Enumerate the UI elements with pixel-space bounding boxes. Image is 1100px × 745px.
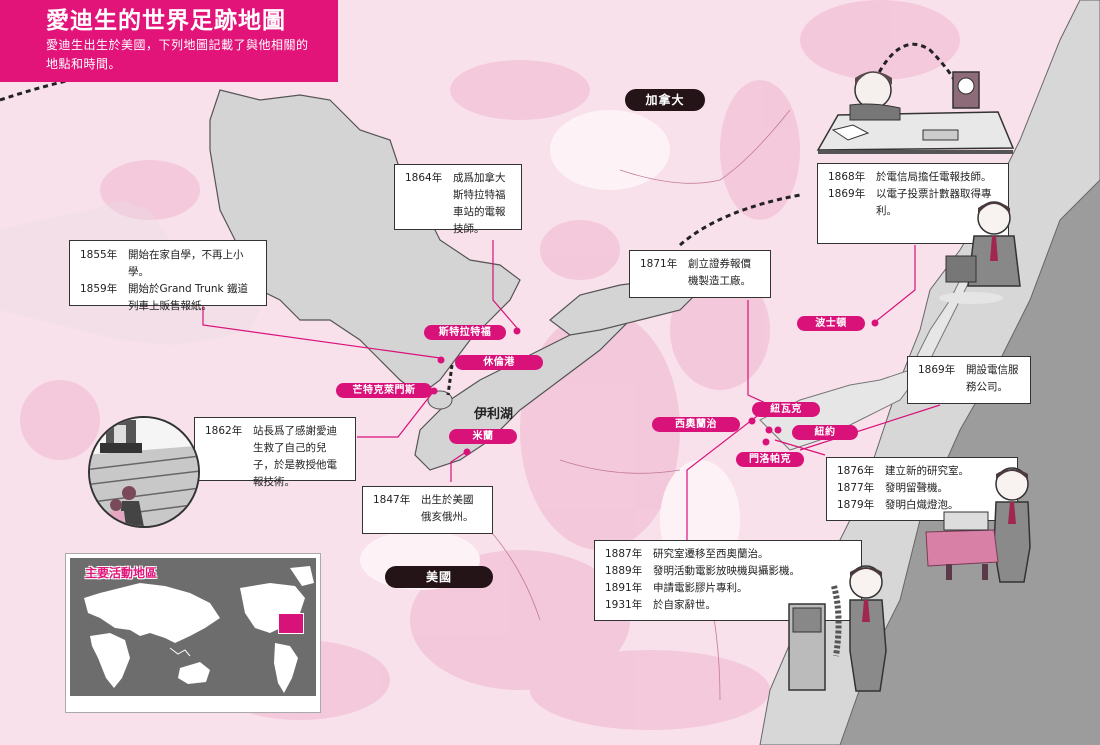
event-year: 1931年	[605, 599, 643, 611]
edison-voting-machine-illustration	[939, 201, 1021, 304]
country-label-usa: 美國	[385, 566, 493, 588]
title-banner: 愛迪生的世界足跡地圖 愛迪生出生於美國，下列地圖記載了與他相關的地點和時間。	[0, 0, 338, 82]
place-tag-newark[interactable]: 紐瓦克	[752, 402, 820, 417]
event-row: 1871年創立證券報價機製造工廠。	[640, 256, 760, 290]
event-box-1855: 1855年開始在家自學，不再上小學。 1859年開始於Grand Trunk 鐵…	[69, 240, 267, 312]
place-tag-milan[interactable]: 米蘭	[449, 429, 517, 444]
event-row: 1887年研究室遷移至西奧蘭治。	[605, 546, 851, 563]
world-map-panel: 主要活動地區	[70, 558, 316, 708]
event-row: 1879年發明白熾燈泡。	[837, 497, 1007, 514]
place-tag-stratford[interactable]: 斯特拉特福	[424, 325, 506, 340]
event-row: 1869年以電子投票計數器取得專利。	[828, 186, 998, 220]
event-text: 以電子投票計數器取得專利。	[876, 188, 992, 217]
place-tag-port-huron[interactable]: 休倫港	[455, 355, 543, 370]
page-title: 愛迪生的世界足跡地圖	[46, 8, 286, 34]
event-text: 成爲加拿大斯特拉特福車站的電報技師。	[453, 172, 506, 235]
event-text: 開始在家自學，不再上小學。	[128, 249, 244, 278]
place-tag-mount-clemens[interactable]: 芒特克萊門斯	[336, 383, 432, 398]
railway-rescue-illustration	[88, 416, 200, 528]
event-text: 研究室遷移至西奧蘭治。	[653, 548, 769, 560]
event-text: 發明活動電影放映機與攝影機。	[653, 565, 800, 577]
event-text: 創立證券報價機製造工廠。	[688, 258, 751, 287]
event-text: 申請電影膠片專利。	[653, 582, 748, 594]
event-box-1869: 1869年開設電信服務公司。	[907, 356, 1031, 404]
event-row: 1868年於電信局擔任電報技師。	[828, 169, 998, 186]
event-text: 建立新的研究室。	[885, 465, 969, 477]
event-row: 1931年於自家辭世。	[605, 597, 851, 614]
place-tag-west-orange[interactable]: 西奧蘭治	[652, 417, 740, 432]
place-tag-boston[interactable]: 波士頓	[797, 316, 865, 331]
event-year: 1876年	[837, 465, 875, 477]
young-edison-desk-illustration	[816, 71, 1015, 154]
event-row: 1869年開設電信服務公司。	[918, 362, 1020, 396]
page-subtitle: 愛迪生出生於美國，下列地圖記載了與他相關的地點和時間。	[46, 38, 309, 71]
event-row: 1862年站長爲了感謝愛迪生救了自己的兒子，於是教授他電報技術。	[205, 423, 345, 491]
event-year: 1887年	[605, 548, 643, 560]
event-year: 1855年	[80, 249, 118, 261]
event-row: 1889年發明活動電影放映機與攝影機。	[605, 563, 851, 580]
event-box-1847: 1847年出生於美國俄亥俄州。	[362, 486, 493, 534]
event-box-1862: 1862年站長爲了感謝愛迪生救了自己的兒子，於是教授他電報技術。	[194, 417, 356, 488]
event-text: 出生於美國俄亥俄州。	[421, 494, 474, 523]
event-year: 1847年	[373, 494, 411, 506]
event-row: 1876年建立新的研究室。	[837, 463, 1007, 480]
event-year: 1869年	[828, 188, 866, 200]
event-text: 於電信局擔任電報技師。	[876, 171, 992, 183]
event-text: 開設電信服務公司。	[966, 364, 1019, 393]
event-box-1871: 1871年創立證券報價機製造工廠。	[629, 250, 771, 298]
event-year: 1868年	[828, 171, 866, 183]
event-year: 1862年	[205, 425, 243, 437]
activity-region-highlight	[278, 613, 304, 634]
event-text: 開始於Grand Trunk 鐵道列車上販售報紙。	[128, 283, 248, 312]
event-year: 1871年	[640, 258, 678, 270]
edison-phonograph-illustration	[925, 467, 1031, 583]
event-row: 1859年開始於Grand Trunk 鐵道列車上販售報紙。	[80, 281, 256, 315]
event-year: 1864年	[405, 172, 443, 184]
event-row: 1891年申請電影膠片專利。	[605, 580, 851, 597]
country-label-canada: 加拿大	[625, 89, 705, 111]
event-year: 1859年	[80, 283, 118, 295]
edison-film-camera-illustration	[788, 565, 887, 692]
inset-world-map: 主要活動地區	[65, 553, 321, 713]
event-text: 站長爲了感謝愛迪生救了自己的兒子，於是教授他電報技術。	[253, 425, 337, 488]
event-year: 1889年	[605, 565, 643, 577]
place-tag-new-york[interactable]: 紐約	[792, 425, 858, 440]
event-year: 1877年	[837, 482, 875, 494]
event-box-1868: 1868年於電信局擔任電報技師。 1869年以電子投票計數器取得專利。	[817, 163, 1009, 244]
event-year: 1879年	[837, 499, 875, 511]
event-box-1864: 1864年成爲加拿大斯特拉特福車站的電報技師。	[394, 164, 522, 235]
event-row: 1864年成爲加拿大斯特拉特福車站的電報技師。	[405, 170, 511, 238]
event-row: 1847年出生於美國俄亥俄州。	[373, 492, 482, 526]
event-text: 發明白熾燈泡。	[885, 499, 959, 511]
world-map-graphic	[70, 566, 316, 708]
event-row: 1877年發明留聲機。	[837, 480, 1007, 497]
event-box-1876: 1876年建立新的研究室。 1877年發明留聲機。 1879年發明白熾燈泡。	[826, 457, 1018, 521]
event-row: 1855年開始在家自學，不再上小學。	[80, 247, 256, 281]
event-text: 於自家辭世。	[653, 599, 716, 611]
event-year: 1869年	[918, 364, 956, 376]
place-tag-menlo-park[interactable]: 門洛帕克	[736, 452, 804, 467]
event-text: 發明留聲機。	[885, 482, 948, 494]
lake-label-erie: 伊利湖	[474, 407, 514, 422]
event-year: 1891年	[605, 582, 643, 594]
inset-title: 主要活動地區	[85, 566, 158, 580]
